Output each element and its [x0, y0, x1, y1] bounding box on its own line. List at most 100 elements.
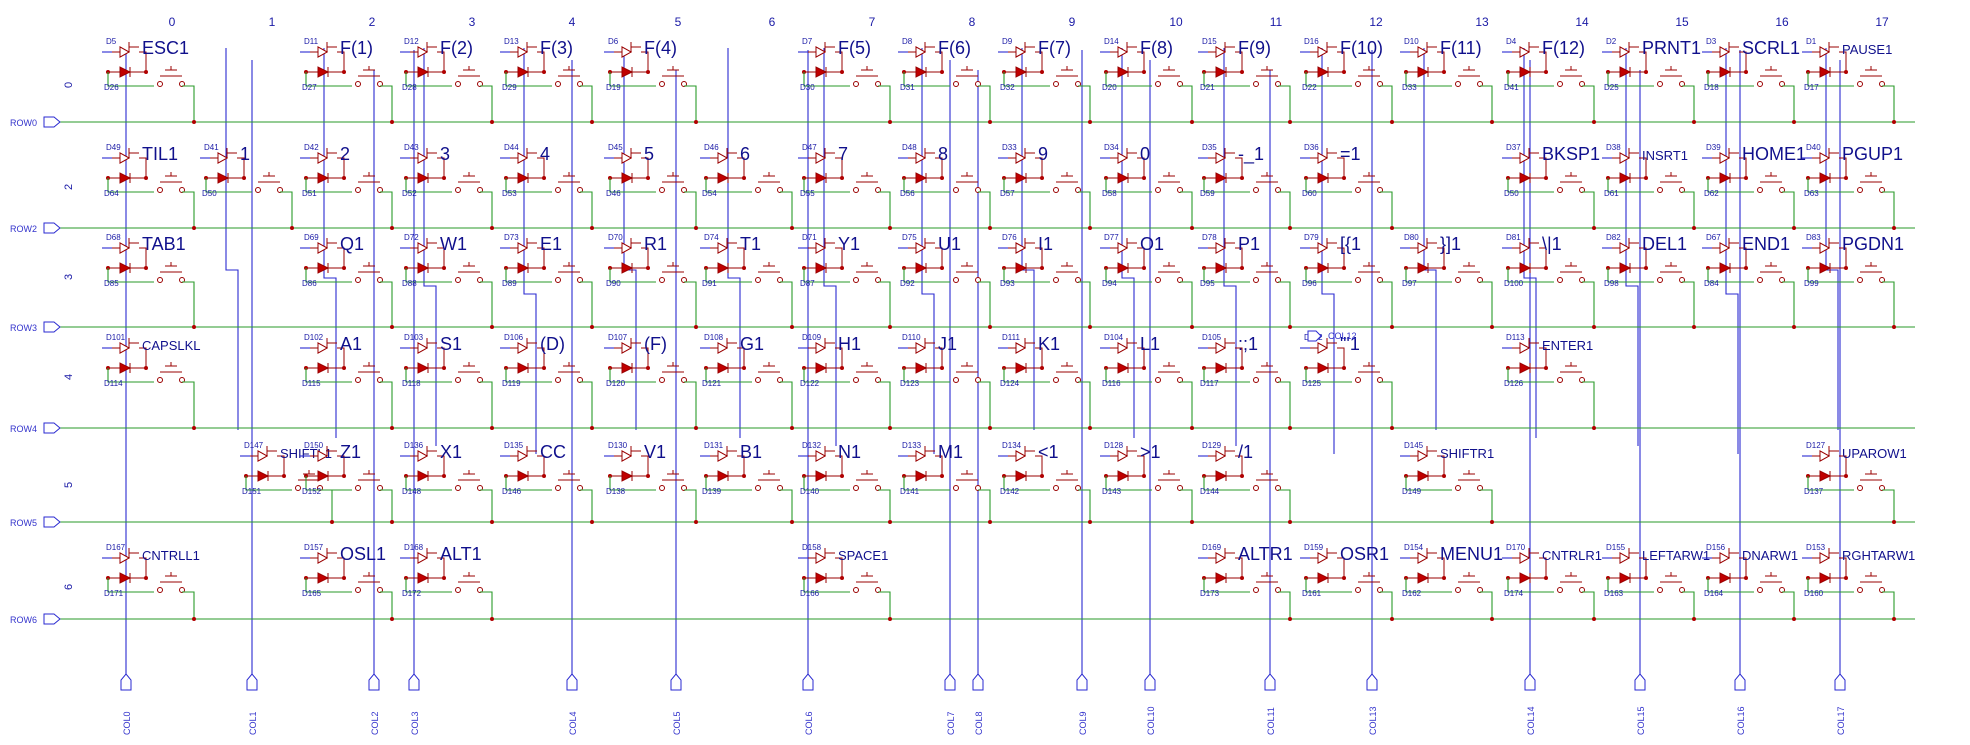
diode-upper: [915, 46, 927, 58]
switch-lever: [458, 172, 480, 183]
column-label: COL0: [122, 711, 132, 735]
diode-cathode: [1327, 247, 1345, 273]
diode-ref: D107: [608, 333, 628, 342]
junction-dot: [144, 576, 148, 580]
junction-dot: [1342, 70, 1346, 74]
row-junction: [888, 426, 892, 430]
key-label: LEFTARW1: [1642, 548, 1710, 563]
diode-ref: D100: [1504, 279, 1524, 288]
col-number: 1: [269, 15, 276, 29]
diode-to-switch: [1807, 72, 1854, 87]
diode-ref: D148: [402, 487, 422, 496]
diode-ref: D84: [1704, 279, 1719, 288]
diode-ref: D109: [802, 333, 822, 342]
row-junction: [192, 426, 196, 430]
junction-dot: [940, 176, 944, 180]
diode-ref: D113: [1506, 333, 1525, 342]
switch-contact: [455, 587, 461, 593]
column-port: [1634, 673, 1646, 691]
junction-dot: [1544, 366, 1548, 370]
diode-ref: D155: [1606, 543, 1626, 552]
switch-lever: [558, 66, 580, 77]
switch-to-row: [878, 191, 891, 228]
switch-to-row: [480, 381, 493, 428]
column-label: COL9: [1078, 711, 1088, 735]
row-number: 0: [63, 82, 75, 88]
diode-to-switch: [1203, 178, 1250, 193]
diode-to-switch: [803, 476, 850, 491]
switch-to-row: [1582, 591, 1595, 619]
col-number: 6: [769, 15, 776, 29]
diode-upper: [1519, 242, 1531, 254]
switch-contact: [355, 187, 361, 193]
switch-to-row: [684, 381, 697, 428]
key-label: (D): [540, 334, 565, 354]
diode-lower: [1519, 262, 1532, 274]
switch-contact: [355, 587, 361, 593]
switch-to-row: [1380, 591, 1393, 619]
diode-ref: D166: [800, 589, 820, 598]
diode-upper: [1215, 450, 1227, 462]
diode-lower: [815, 572, 828, 584]
diode-upper: [1317, 342, 1329, 354]
column-port: [1366, 673, 1378, 691]
diode-to-switch: [405, 578, 452, 593]
diode-ref: D2: [1606, 37, 1617, 46]
row-junction: [590, 226, 594, 230]
junction-dot: [646, 366, 650, 370]
row-number: 5: [63, 482, 75, 488]
row-junction: [1592, 426, 1596, 430]
switch-to-row: [1278, 191, 1291, 228]
switch-lever: [1860, 66, 1882, 77]
diode-upper: [317, 152, 329, 164]
diode-to-switch: [1507, 268, 1554, 283]
column-label: COL10: [1146, 706, 1156, 735]
diode-lower: [119, 262, 132, 274]
switch-contact: [1053, 187, 1059, 193]
key-label: ENTER1: [1542, 338, 1593, 353]
diode-to-switch: [1203, 578, 1250, 593]
key-label: SPACE1: [838, 548, 888, 563]
diode-to-switch: [405, 476, 452, 491]
switch-to-row: [878, 85, 891, 122]
diode-ref: D25: [1604, 83, 1619, 92]
col-number: 7: [869, 15, 876, 29]
switch-lever: [160, 572, 182, 583]
diode-ref: D118: [402, 379, 421, 388]
switch-to-row: [780, 281, 793, 327]
diode-ref: D98: [1604, 279, 1619, 288]
switch-contact: [1455, 485, 1461, 491]
diode-lower: [517, 66, 530, 78]
diode-to-switch: [803, 368, 850, 383]
switch-contact: [853, 81, 859, 87]
switch-lever: [358, 470, 380, 481]
switch-lever: [662, 172, 684, 183]
diode-ref: D68: [106, 233, 121, 242]
diode-to-switch: [405, 72, 452, 87]
diode-lower: [1215, 470, 1228, 482]
row-junction: [1892, 520, 1896, 524]
switch-to-row: [1380, 281, 1393, 327]
diode-cathode: [129, 557, 147, 583]
key-label: 1: [240, 144, 250, 164]
diode-upper: [621, 152, 633, 164]
column-port: [408, 673, 420, 691]
diode-cathode: [825, 157, 843, 183]
diode-lower: [1619, 172, 1632, 184]
diode-upper: [417, 552, 429, 564]
key-label: 7: [838, 144, 848, 164]
diode-to-switch: [803, 178, 850, 193]
diode-upper: [417, 242, 429, 254]
diode-cathode: [1225, 557, 1243, 583]
junction-dot: [840, 576, 844, 580]
